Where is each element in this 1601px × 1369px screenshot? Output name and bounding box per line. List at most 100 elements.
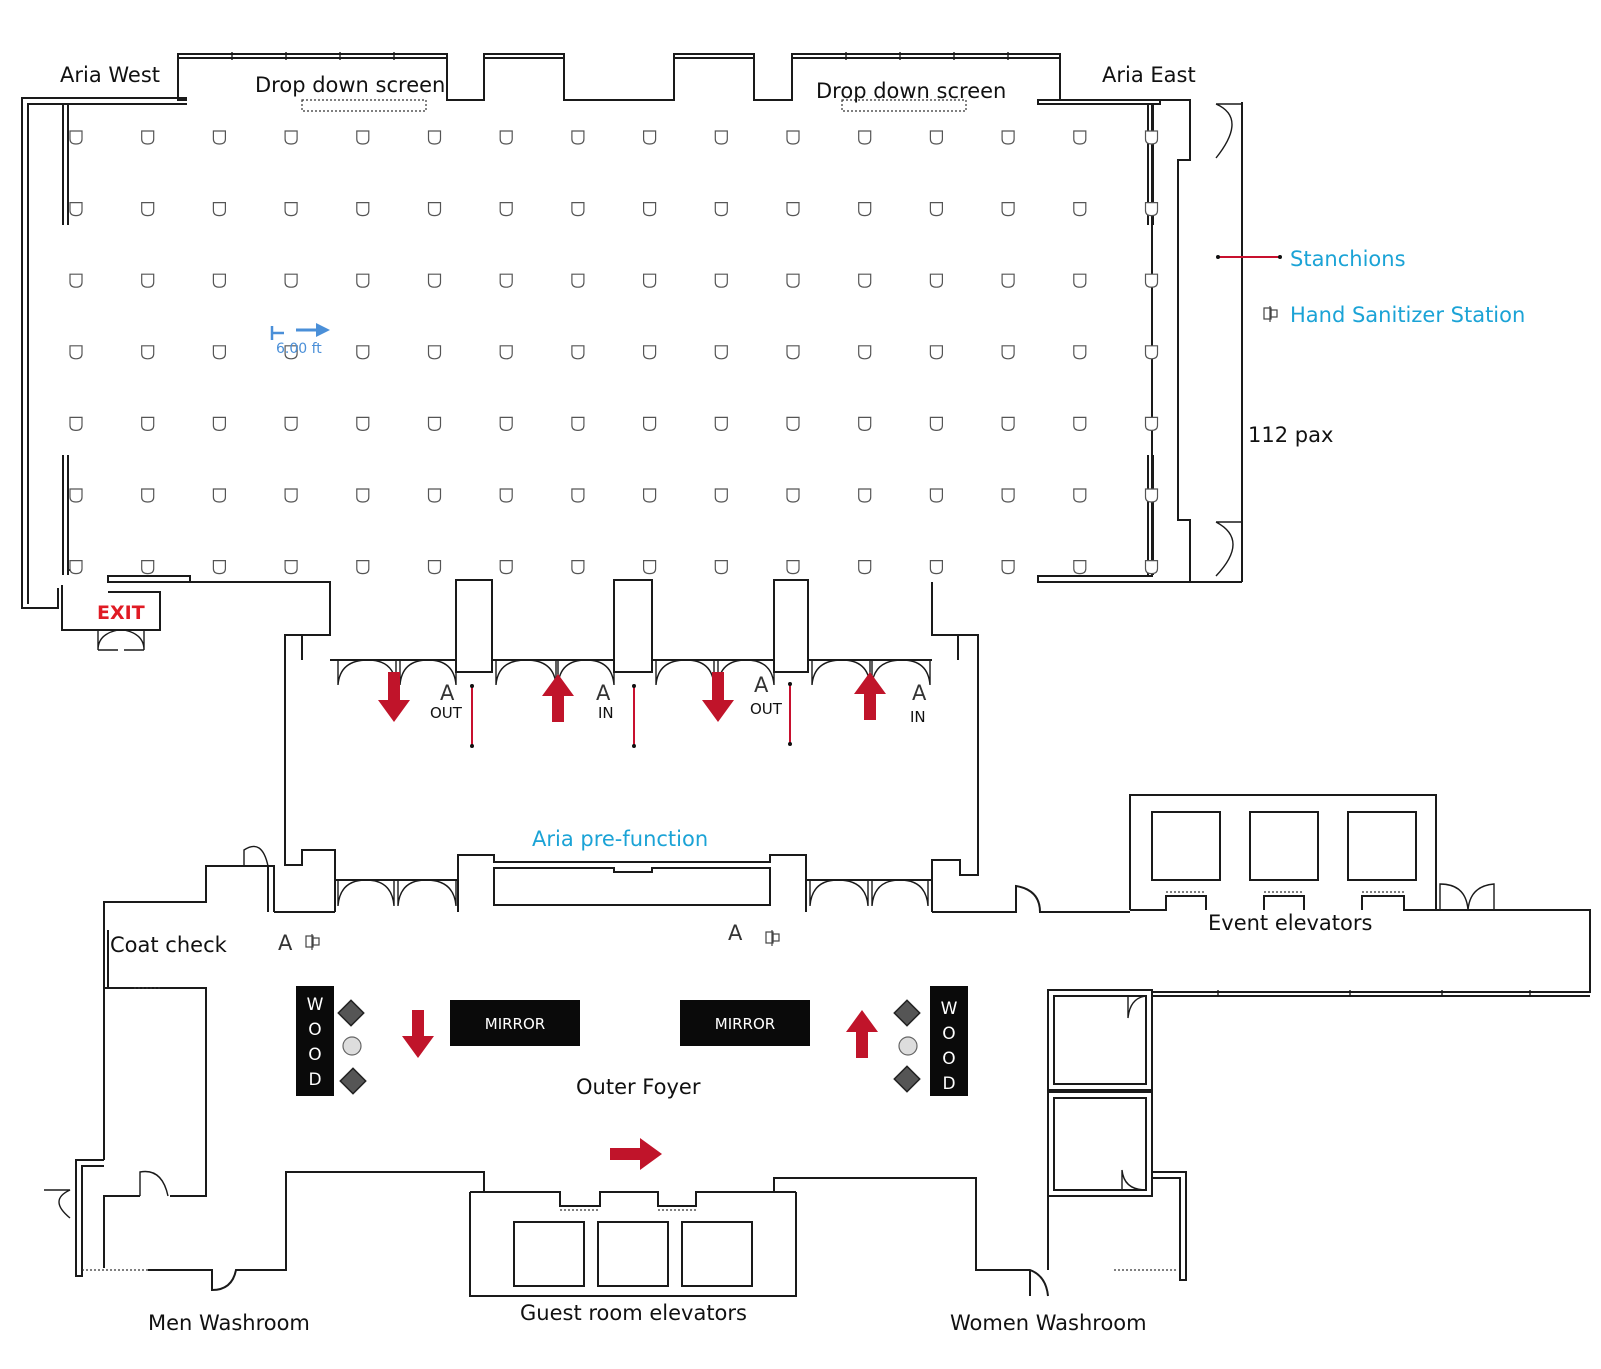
staff-a-icon: A	[728, 921, 743, 945]
chair	[929, 202, 943, 217]
prefunction-walls	[284, 579, 979, 912]
chair	[643, 416, 657, 432]
chair	[284, 416, 298, 432]
chair	[1144, 273, 1159, 288]
chair	[786, 273, 800, 288]
chair	[141, 488, 155, 503]
drop-down-screen-left	[301, 99, 427, 112]
mirror-left: MIRROR	[450, 1000, 580, 1046]
chair	[356, 416, 370, 432]
arrow-up-icon	[542, 674, 574, 722]
chair	[1073, 130, 1087, 145]
arrow-down-icon	[378, 672, 410, 722]
chair	[1073, 560, 1087, 575]
chair	[284, 130, 298, 145]
chair	[499, 202, 513, 217]
chair	[643, 488, 657, 503]
chair	[571, 416, 585, 432]
chair	[212, 273, 226, 288]
chair	[499, 560, 513, 575]
chair	[643, 130, 657, 145]
chair	[929, 273, 943, 288]
chair	[571, 345, 585, 360]
chair	[1073, 416, 1087, 432]
arrow-right-icon	[610, 1138, 662, 1170]
chair	[1001, 488, 1015, 503]
chair	[356, 202, 370, 217]
staff-a-icon: A	[754, 673, 769, 697]
chair	[499, 416, 513, 432]
chair	[1001, 273, 1015, 288]
chair	[212, 488, 226, 503]
chair	[141, 560, 155, 575]
east-service-rooms	[1047, 989, 1187, 1281]
chair	[499, 273, 513, 288]
chair	[212, 130, 226, 145]
staff-a-icon: A	[278, 931, 293, 955]
east-corridor-walls	[932, 883, 1591, 997]
staff-a-icon: A	[440, 681, 455, 705]
decor-left	[337, 999, 367, 1095]
chair	[571, 560, 585, 575]
chair	[714, 416, 728, 432]
chair	[499, 130, 513, 145]
chair	[1073, 273, 1087, 288]
chair	[427, 416, 442, 432]
arrow-down-icon	[402, 1010, 434, 1058]
door-1-label: OUT	[430, 704, 463, 722]
men-washroom-label: Men Washroom	[148, 1311, 310, 1335]
capacity-label: 112 pax	[1248, 423, 1333, 447]
chair	[714, 488, 728, 503]
chair	[1001, 345, 1015, 360]
drop-down-screen-left-label: Drop down screen	[255, 73, 445, 97]
chair	[858, 202, 872, 217]
chair-spacing-label: 6.00 ft	[276, 341, 322, 357]
aria-east-label: Aria East	[1102, 63, 1196, 87]
chair	[356, 130, 370, 145]
chair	[714, 202, 728, 217]
chair	[858, 560, 872, 575]
chair	[427, 345, 442, 360]
hand-sanitizer-label: Hand Sanitizer Station	[1290, 303, 1525, 327]
chair	[356, 345, 370, 360]
chair	[858, 130, 872, 145]
chair	[571, 202, 585, 217]
chair	[284, 202, 298, 217]
chair	[643, 273, 657, 288]
event-elevators	[1129, 794, 1437, 911]
mirror-left-label: MIRROR	[485, 1015, 545, 1033]
chair	[427, 273, 442, 288]
outer-foyer-label: Outer Foyer	[576, 1075, 701, 1099]
exit-label: EXIT	[97, 602, 145, 624]
chair	[212, 345, 226, 360]
chair	[1144, 202, 1159, 217]
chair	[499, 488, 513, 503]
chair	[212, 416, 226, 432]
chair	[1001, 560, 1015, 575]
chair	[714, 273, 728, 288]
chair	[356, 560, 370, 575]
chair	[284, 345, 298, 360]
chair	[284, 273, 298, 288]
chair	[786, 130, 800, 145]
chair	[1073, 202, 1087, 217]
chair	[786, 488, 800, 503]
chair	[427, 560, 442, 575]
chair	[929, 130, 943, 145]
chair	[643, 345, 657, 360]
chair	[1144, 416, 1159, 432]
chair	[929, 560, 943, 575]
chair	[714, 345, 728, 360]
seating-grid	[69, 130, 1159, 575]
chair	[571, 273, 585, 288]
door-1-flow: A OUT	[378, 672, 474, 748]
chair	[427, 130, 442, 145]
chair	[786, 202, 800, 217]
drop-down-screen-right-label: Drop down screen	[816, 79, 1006, 103]
aria-west-label: Aria West	[60, 63, 160, 87]
chair	[356, 488, 370, 503]
hand-sanitizer-icon	[305, 934, 320, 950]
chair	[1144, 560, 1159, 575]
